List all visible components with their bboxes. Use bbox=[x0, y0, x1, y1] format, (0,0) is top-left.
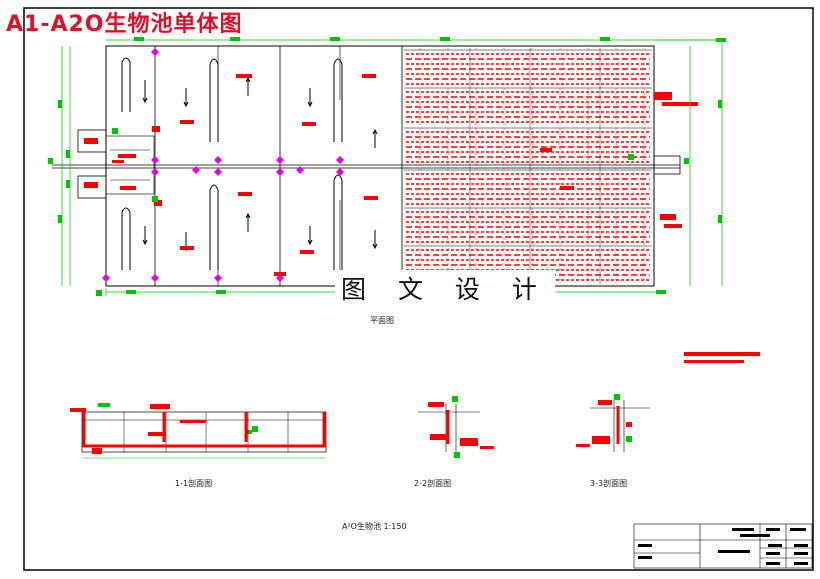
plan-annotations bbox=[84, 74, 698, 276]
plan-view bbox=[48, 37, 726, 434]
plan-corner-markers bbox=[102, 48, 344, 282]
notes-bars bbox=[684, 352, 760, 363]
title-block-text-bars bbox=[638, 528, 808, 565]
section-2-2 bbox=[418, 396, 494, 458]
plan-flow-baffles bbox=[121, 57, 378, 270]
caption-plan: 平面图 bbox=[370, 316, 394, 325]
title-block bbox=[633, 523, 813, 569]
aeration-grid bbox=[404, 48, 652, 284]
section-1-1 bbox=[70, 403, 327, 459]
sheet-border bbox=[23, 7, 814, 571]
caption-section-1-1: 1-1剖面图 bbox=[175, 479, 213, 488]
plan-outlet-box bbox=[653, 155, 681, 175]
caption-section-3-3: 3-3剖面图 bbox=[590, 479, 628, 488]
watermark: 图 文 设 计 bbox=[335, 270, 555, 310]
drawing-title: A1-A2O生物池单体图 bbox=[6, 12, 243, 37]
caption-scale-note: A²O生物池 1:150 bbox=[342, 522, 407, 531]
caption-section-2-2: 2-2剖面图 bbox=[414, 479, 452, 488]
section-3-3 bbox=[576, 394, 650, 452]
